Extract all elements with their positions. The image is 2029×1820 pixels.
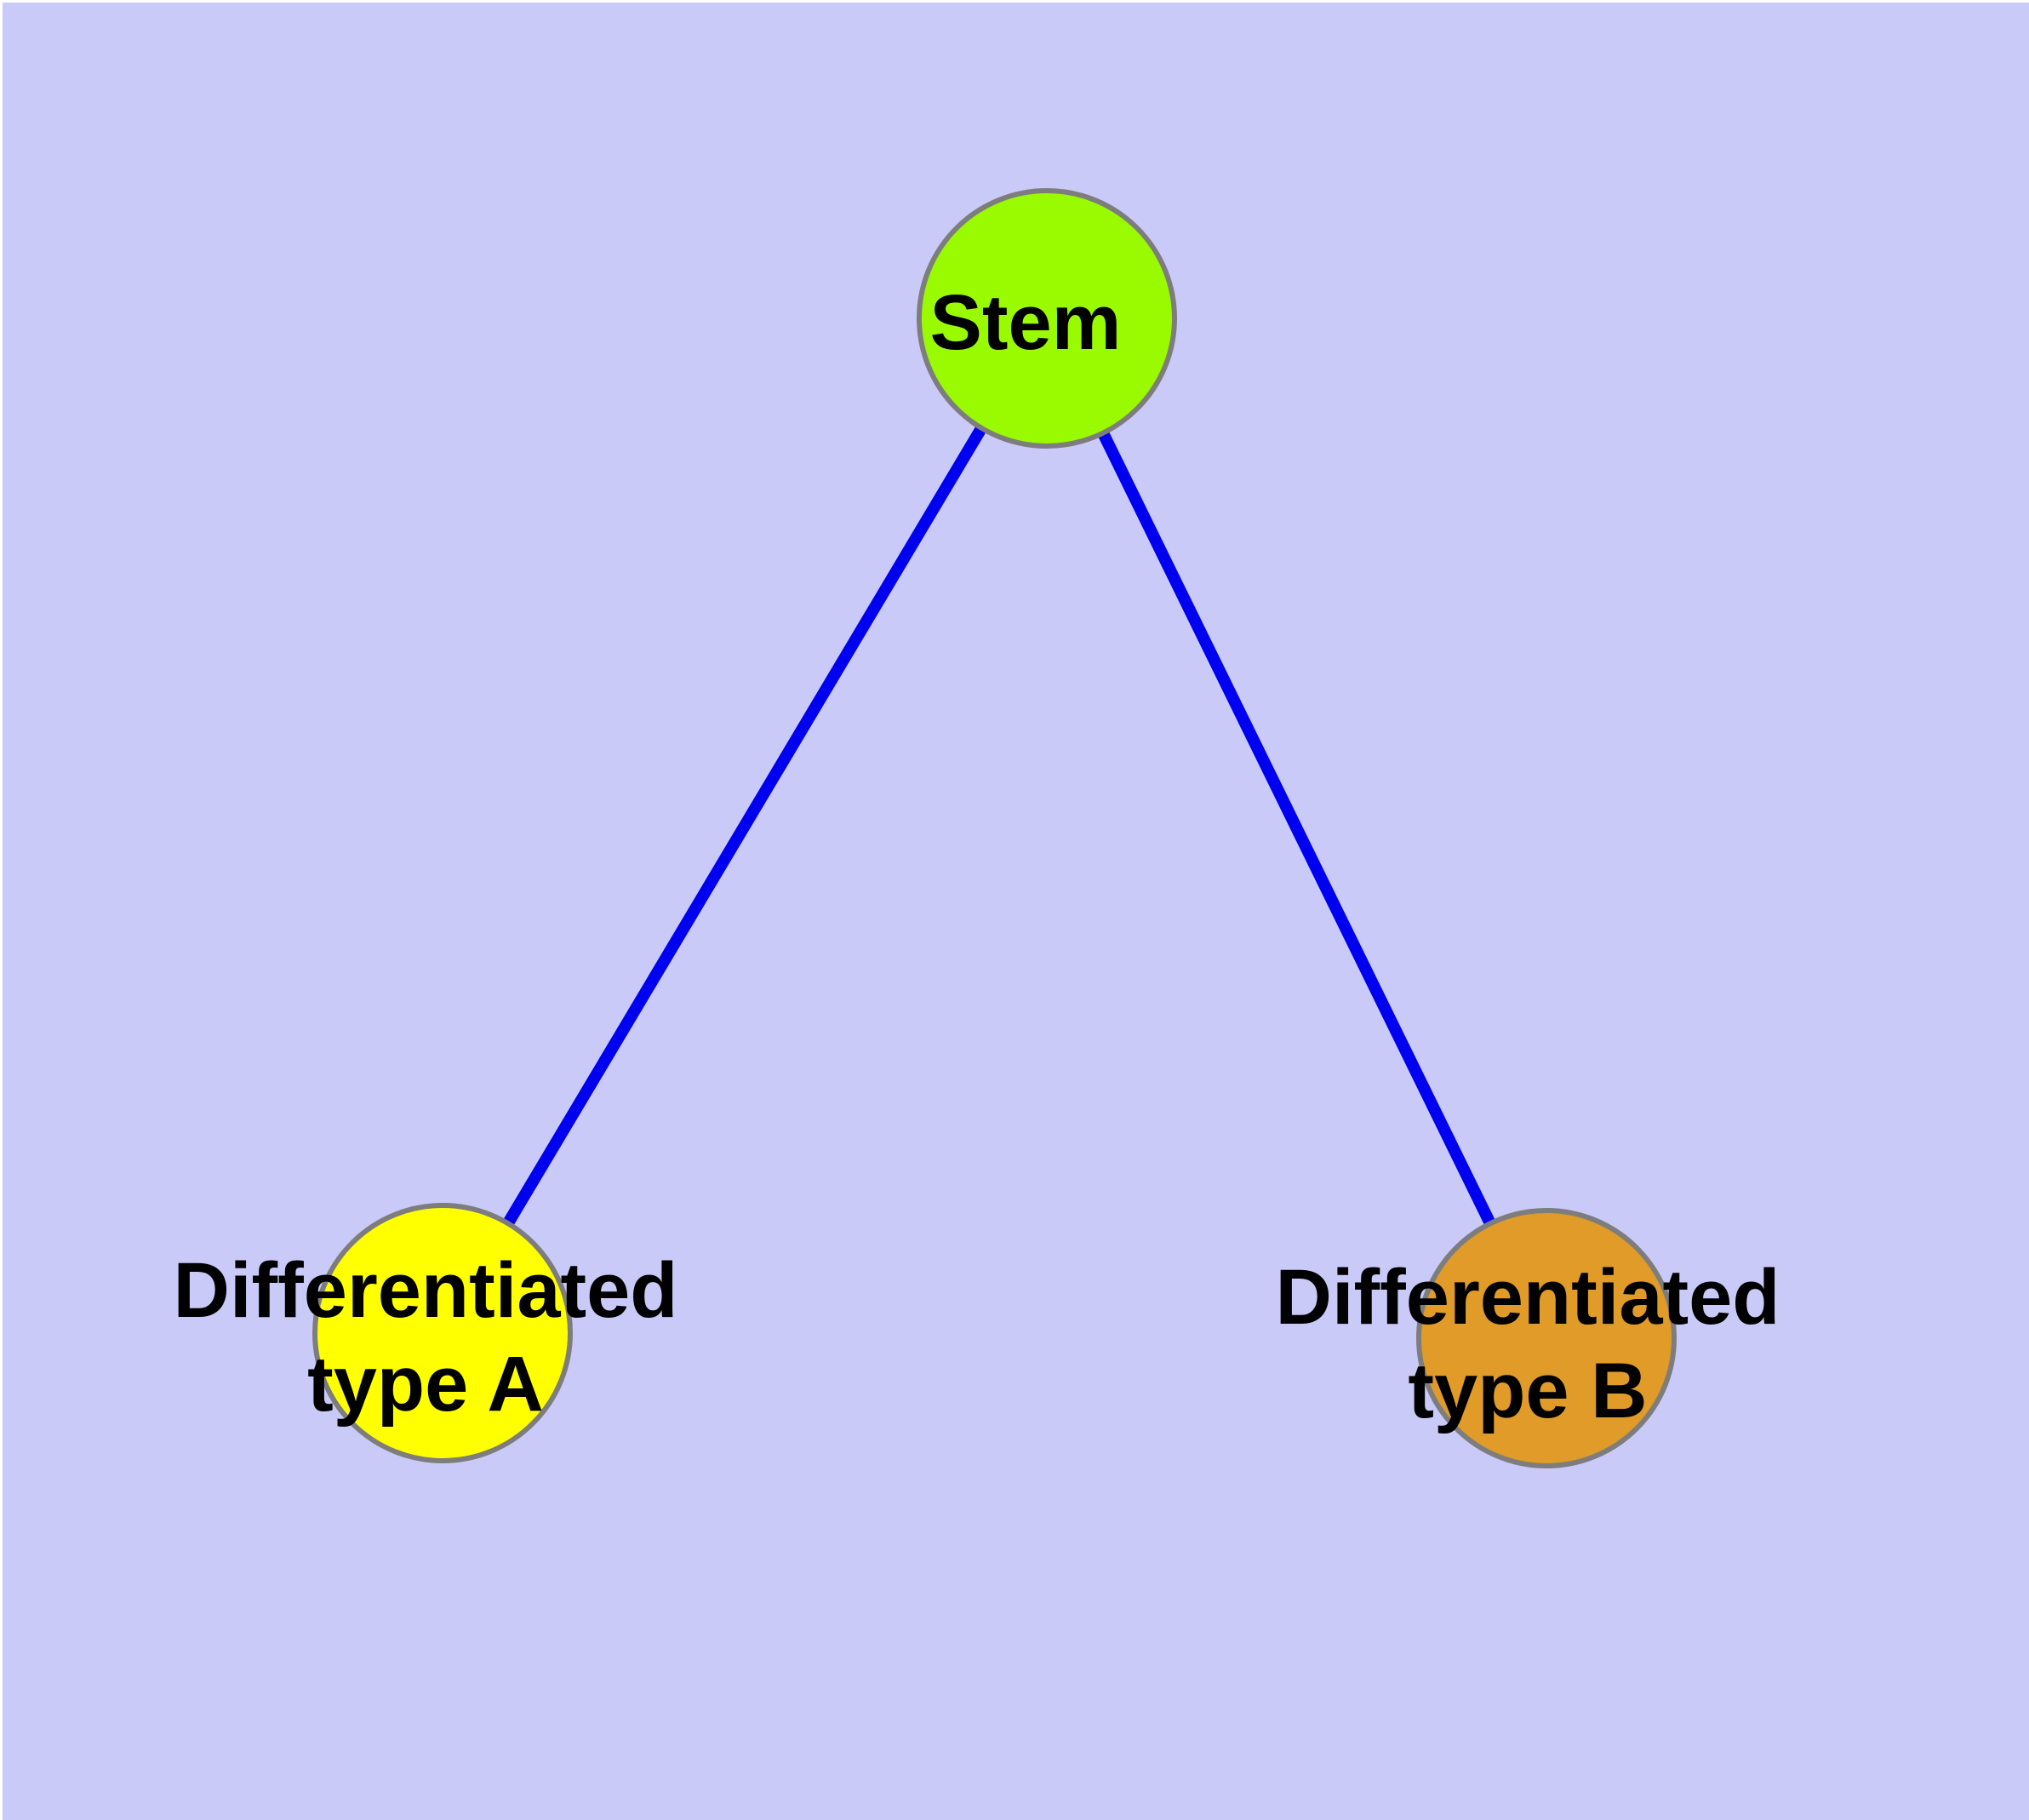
node-stem-circle [917, 188, 1177, 449]
edge-stem-to-typeA [437, 315, 1053, 1336]
node-typeB-label-line1: Differentiated [1276, 1254, 1780, 1341]
node-typeA-circle [312, 1203, 573, 1463]
node-typeB-circle [1416, 1208, 1677, 1468]
edge-stem-to-typeB [1041, 315, 1552, 1342]
node-typeA-label-line1: Differentiated [174, 1247, 678, 1334]
node-typeB-label-line2: type B [1408, 1348, 1647, 1434]
node-typeA-label-line2: type A [307, 1341, 544, 1428]
node-stem-label: Stem [930, 279, 1122, 366]
